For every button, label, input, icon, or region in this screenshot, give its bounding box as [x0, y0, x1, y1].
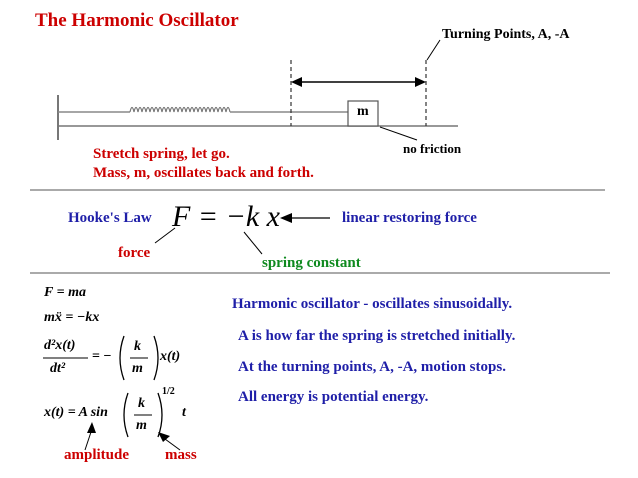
equation-xt: x(t): [160, 349, 181, 364]
equation-solution: x(t) = A sin: [44, 405, 108, 420]
mass-block: [347, 100, 379, 127]
equation-m-1: m: [132, 361, 143, 376]
force-pointer: [154, 227, 176, 244]
no-friction-label: no friction: [403, 141, 462, 156]
instruction-line-1: Stretch spring, let go.: [93, 146, 230, 162]
note-1: Harmonic oscillator - oscillates sinusoi…: [232, 296, 513, 312]
equation-motion: mẍ = −kx: [44, 310, 100, 325]
equation-k-2: k: [138, 396, 145, 411]
equation-newton: F = ma: [44, 285, 86, 300]
paren-close-1: [153, 335, 159, 381]
force-label: force: [118, 245, 151, 261]
mass-pointer: [164, 438, 181, 451]
arrow-right-icon: [415, 77, 426, 87]
equation-m-2: m: [136, 418, 147, 433]
friction-pointer: [379, 126, 418, 141]
mass-arrow-icon: [158, 432, 170, 442]
mass-label: m: [357, 104, 369, 119]
restoring-force-label: linear restoring force: [342, 210, 477, 226]
equation-k-1: k: [134, 339, 141, 354]
instruction-line-2: Mass, m, oscillates back and forth.: [93, 165, 314, 181]
amplitude-arrow-icon: [87, 422, 96, 433]
hookes-law-label: Hooke's Law: [68, 210, 152, 226]
spring-constant-pointer: [243, 231, 263, 255]
equation-exponent: 1/2: [162, 386, 175, 397]
equation-d2x: d²x(t): [44, 338, 76, 353]
note-4: All energy is potential energy.: [238, 389, 429, 405]
amplitude-label: amplitude: [64, 447, 130, 463]
spring-icon: [129, 106, 231, 113]
equation-dt2: dt²: [50, 361, 66, 376]
restoring-arrow-icon: [280, 213, 292, 223]
spring-constant-label: spring constant: [262, 255, 361, 271]
paren-open-2: [123, 392, 129, 438]
amplitude-pointer: [84, 431, 92, 451]
turning-points-label: Turning Points, A, -A: [442, 27, 570, 42]
turning-label-pointer: [426, 39, 441, 61]
mass-word-label: mass: [165, 447, 197, 463]
equation-t: t: [182, 405, 186, 420]
hookes-equation: F = −k x: [172, 200, 280, 233]
paren-close-2: [157, 392, 163, 438]
paren-open-1: [119, 335, 125, 381]
page-title: The Harmonic Oscillator: [35, 10, 239, 31]
arrow-left-icon: [291, 77, 302, 87]
note-2: A is how far the spring is stretched ini…: [238, 328, 516, 344]
note-3: At the turning points, A, -A, motion sto…: [238, 359, 506, 375]
equation-equals-minus: = −: [92, 349, 112, 364]
